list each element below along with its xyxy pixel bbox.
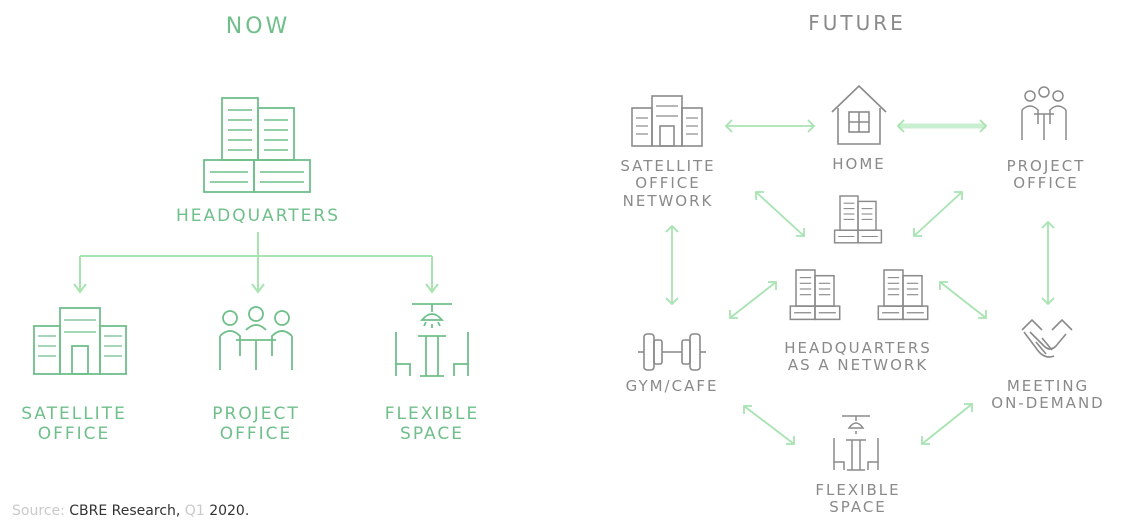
hq-network-label-line1: HEADQUARTERS bbox=[784, 339, 932, 357]
hq-network-label: HEADQUARTERS AS A NETWORK bbox=[784, 339, 932, 375]
source-note: Source: CBRE Research, Q1 2020. bbox=[12, 503, 249, 519]
future-flexible-space-label: FLEXIBLE SPACE bbox=[815, 481, 901, 517]
now-title: NOW bbox=[225, 14, 291, 39]
satellite-network-label: SATELLITE OFFICE NETWORK bbox=[620, 157, 716, 210]
hq-network-building-left-icon bbox=[789, 269, 841, 321]
handshake-icon bbox=[1021, 318, 1073, 358]
center-building-icon bbox=[833, 195, 883, 244]
future-arrows bbox=[665, 119, 1055, 445]
hq-network-label-line2: AS A NETWORK bbox=[787, 356, 929, 375]
gym-cafe-label: GYM/CAFE bbox=[625, 377, 719, 395]
future-title: FUTURE bbox=[808, 11, 906, 35]
headquarters-icon bbox=[203, 97, 311, 193]
home-label: HOME bbox=[832, 155, 886, 173]
satellite-network-label-line2: OFFICE bbox=[635, 174, 701, 193]
meeting-on-demand-label: MEETING ON-DEMAND bbox=[991, 377, 1105, 413]
source-quarter: Q1 bbox=[184, 503, 205, 519]
hq-network-building-right-icon bbox=[877, 269, 929, 321]
future-flexible-space-label-line1: FLEXIBLE bbox=[815, 481, 901, 499]
satellite-office-label: SATELLITE OFFICE bbox=[21, 404, 127, 444]
source-year: 2020. bbox=[209, 503, 250, 519]
flexible-space-label-line1: FLEXIBLE bbox=[384, 404, 480, 424]
meeting-on-demand-label-line1: MEETING bbox=[1006, 377, 1090, 395]
project-office-label: PROJECT OFFICE bbox=[212, 404, 300, 444]
flexible-space-label: FLEXIBLE SPACE bbox=[384, 404, 480, 444]
project-office-icon bbox=[219, 306, 293, 370]
flexible-space-label-line2: SPACE bbox=[400, 423, 464, 444]
future-project-office-label-line2: OFFICE bbox=[1013, 174, 1079, 193]
future-flexible-space-icon bbox=[833, 415, 879, 471]
future-project-office-icon bbox=[1021, 86, 1067, 140]
satellite-network-label-line1: SATELLITE bbox=[620, 157, 716, 175]
source-prefix: Source: bbox=[12, 503, 65, 519]
meeting-on-demand-label-line2: ON-DEMAND bbox=[991, 394, 1105, 413]
satellite-office-label-line2: OFFICE bbox=[37, 423, 111, 444]
future-project-office-label-line1: PROJECT bbox=[1006, 157, 1086, 175]
future-flexible-space-label-line2: SPACE bbox=[829, 498, 887, 517]
satellite-office-icon bbox=[33, 307, 127, 375]
flexible-space-icon bbox=[395, 303, 469, 377]
gym-icon bbox=[638, 333, 706, 371]
satellite-office-label-line1: SATELLITE bbox=[21, 404, 127, 424]
now-connector-lines bbox=[73, 232, 439, 294]
source-text: CBRE Research, bbox=[69, 503, 181, 519]
project-office-label-line2: OFFICE bbox=[219, 423, 293, 444]
future-project-office-label: PROJECT OFFICE bbox=[1006, 157, 1086, 193]
satellite-network-label-line3: NETWORK bbox=[622, 191, 714, 210]
home-icon bbox=[831, 84, 887, 145]
headquarters-label: HEADQUARTERS bbox=[175, 206, 341, 226]
satellite-network-icon bbox=[631, 95, 703, 147]
project-office-label-line1: PROJECT bbox=[212, 404, 300, 424]
